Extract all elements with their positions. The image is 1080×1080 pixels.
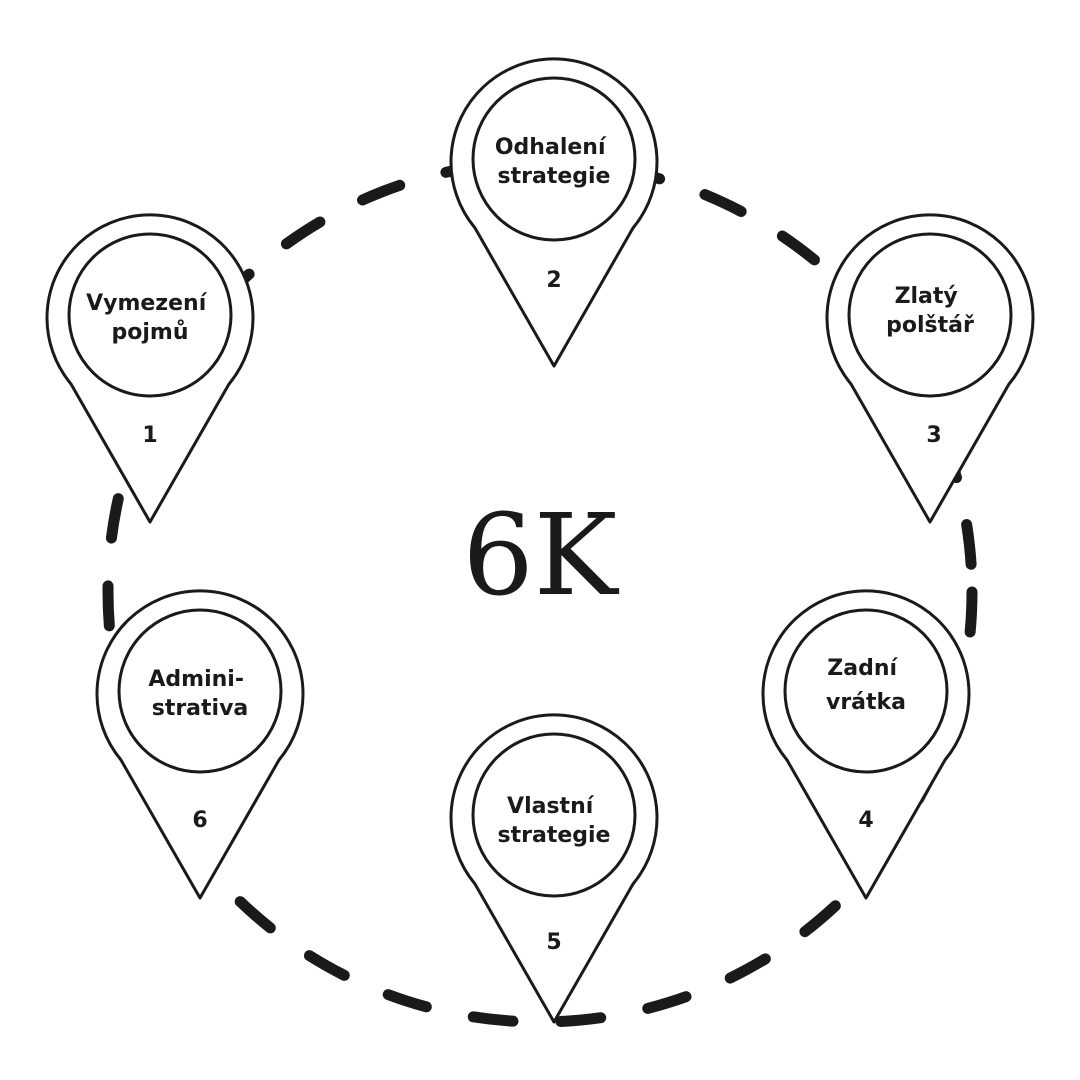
pin-step-2: Odhalení strategie 2 <box>449 57 659 368</box>
pin-number: 6 <box>192 808 207 833</box>
pin-inner-circle <box>117 608 283 774</box>
pin-number: 4 <box>858 808 873 833</box>
pin-number: 2 <box>546 268 561 293</box>
pin-inner-circle <box>783 608 949 774</box>
pin-number: 3 <box>926 423 941 448</box>
pin-label-line-2: strategie <box>498 823 611 848</box>
pin-label: Odhalení strategie <box>495 135 613 189</box>
center-title: 6K <box>463 491 620 621</box>
pin-step-1: Vymezení pojmů 1 <box>45 213 255 524</box>
pin-label-line-1: Odhalení <box>495 135 607 160</box>
pin-step-4: Zadní vrátka 4 <box>761 589 971 900</box>
pin-label: Vymezení pojmů <box>86 291 214 345</box>
pin-label-line-2: strategie <box>498 164 611 189</box>
pin-inner-circle <box>471 76 637 242</box>
pin-inner-circle <box>471 732 637 898</box>
pin-label-line-2: pojmů <box>112 320 189 345</box>
pin-label: Zadní vrátka <box>826 656 906 715</box>
pin-inner-circle <box>847 232 1013 398</box>
pin-label-line-2: strativa <box>152 696 249 721</box>
pin-step-3: Zlatý polštář 3 <box>825 213 1035 524</box>
pin-label-line-2: vrátka <box>826 690 906 715</box>
pin-label-line-1: Admini- <box>148 667 244 692</box>
pin-number: 5 <box>546 930 561 955</box>
pin-label: Admini- strativa <box>148 667 251 721</box>
pin-number: 1 <box>142 423 157 448</box>
pin-label-line-1: Vlastní <box>507 794 595 819</box>
pin-label-line-1: Zadní <box>827 656 898 681</box>
pin-label: Zlatý polštář <box>886 284 974 338</box>
pin-label-line-2: polštář <box>886 313 974 338</box>
pin-label-line-1: Zlatý <box>895 284 958 309</box>
pin-inner-circle <box>67 232 233 398</box>
pin-step-6: Admini- strativa 6 <box>95 589 305 900</box>
pin-step-5: Vlastní strategie 5 <box>449 713 659 1024</box>
pin-label-line-1: Vymezení <box>86 291 208 316</box>
pin-label: Vlastní strategie <box>498 794 611 848</box>
